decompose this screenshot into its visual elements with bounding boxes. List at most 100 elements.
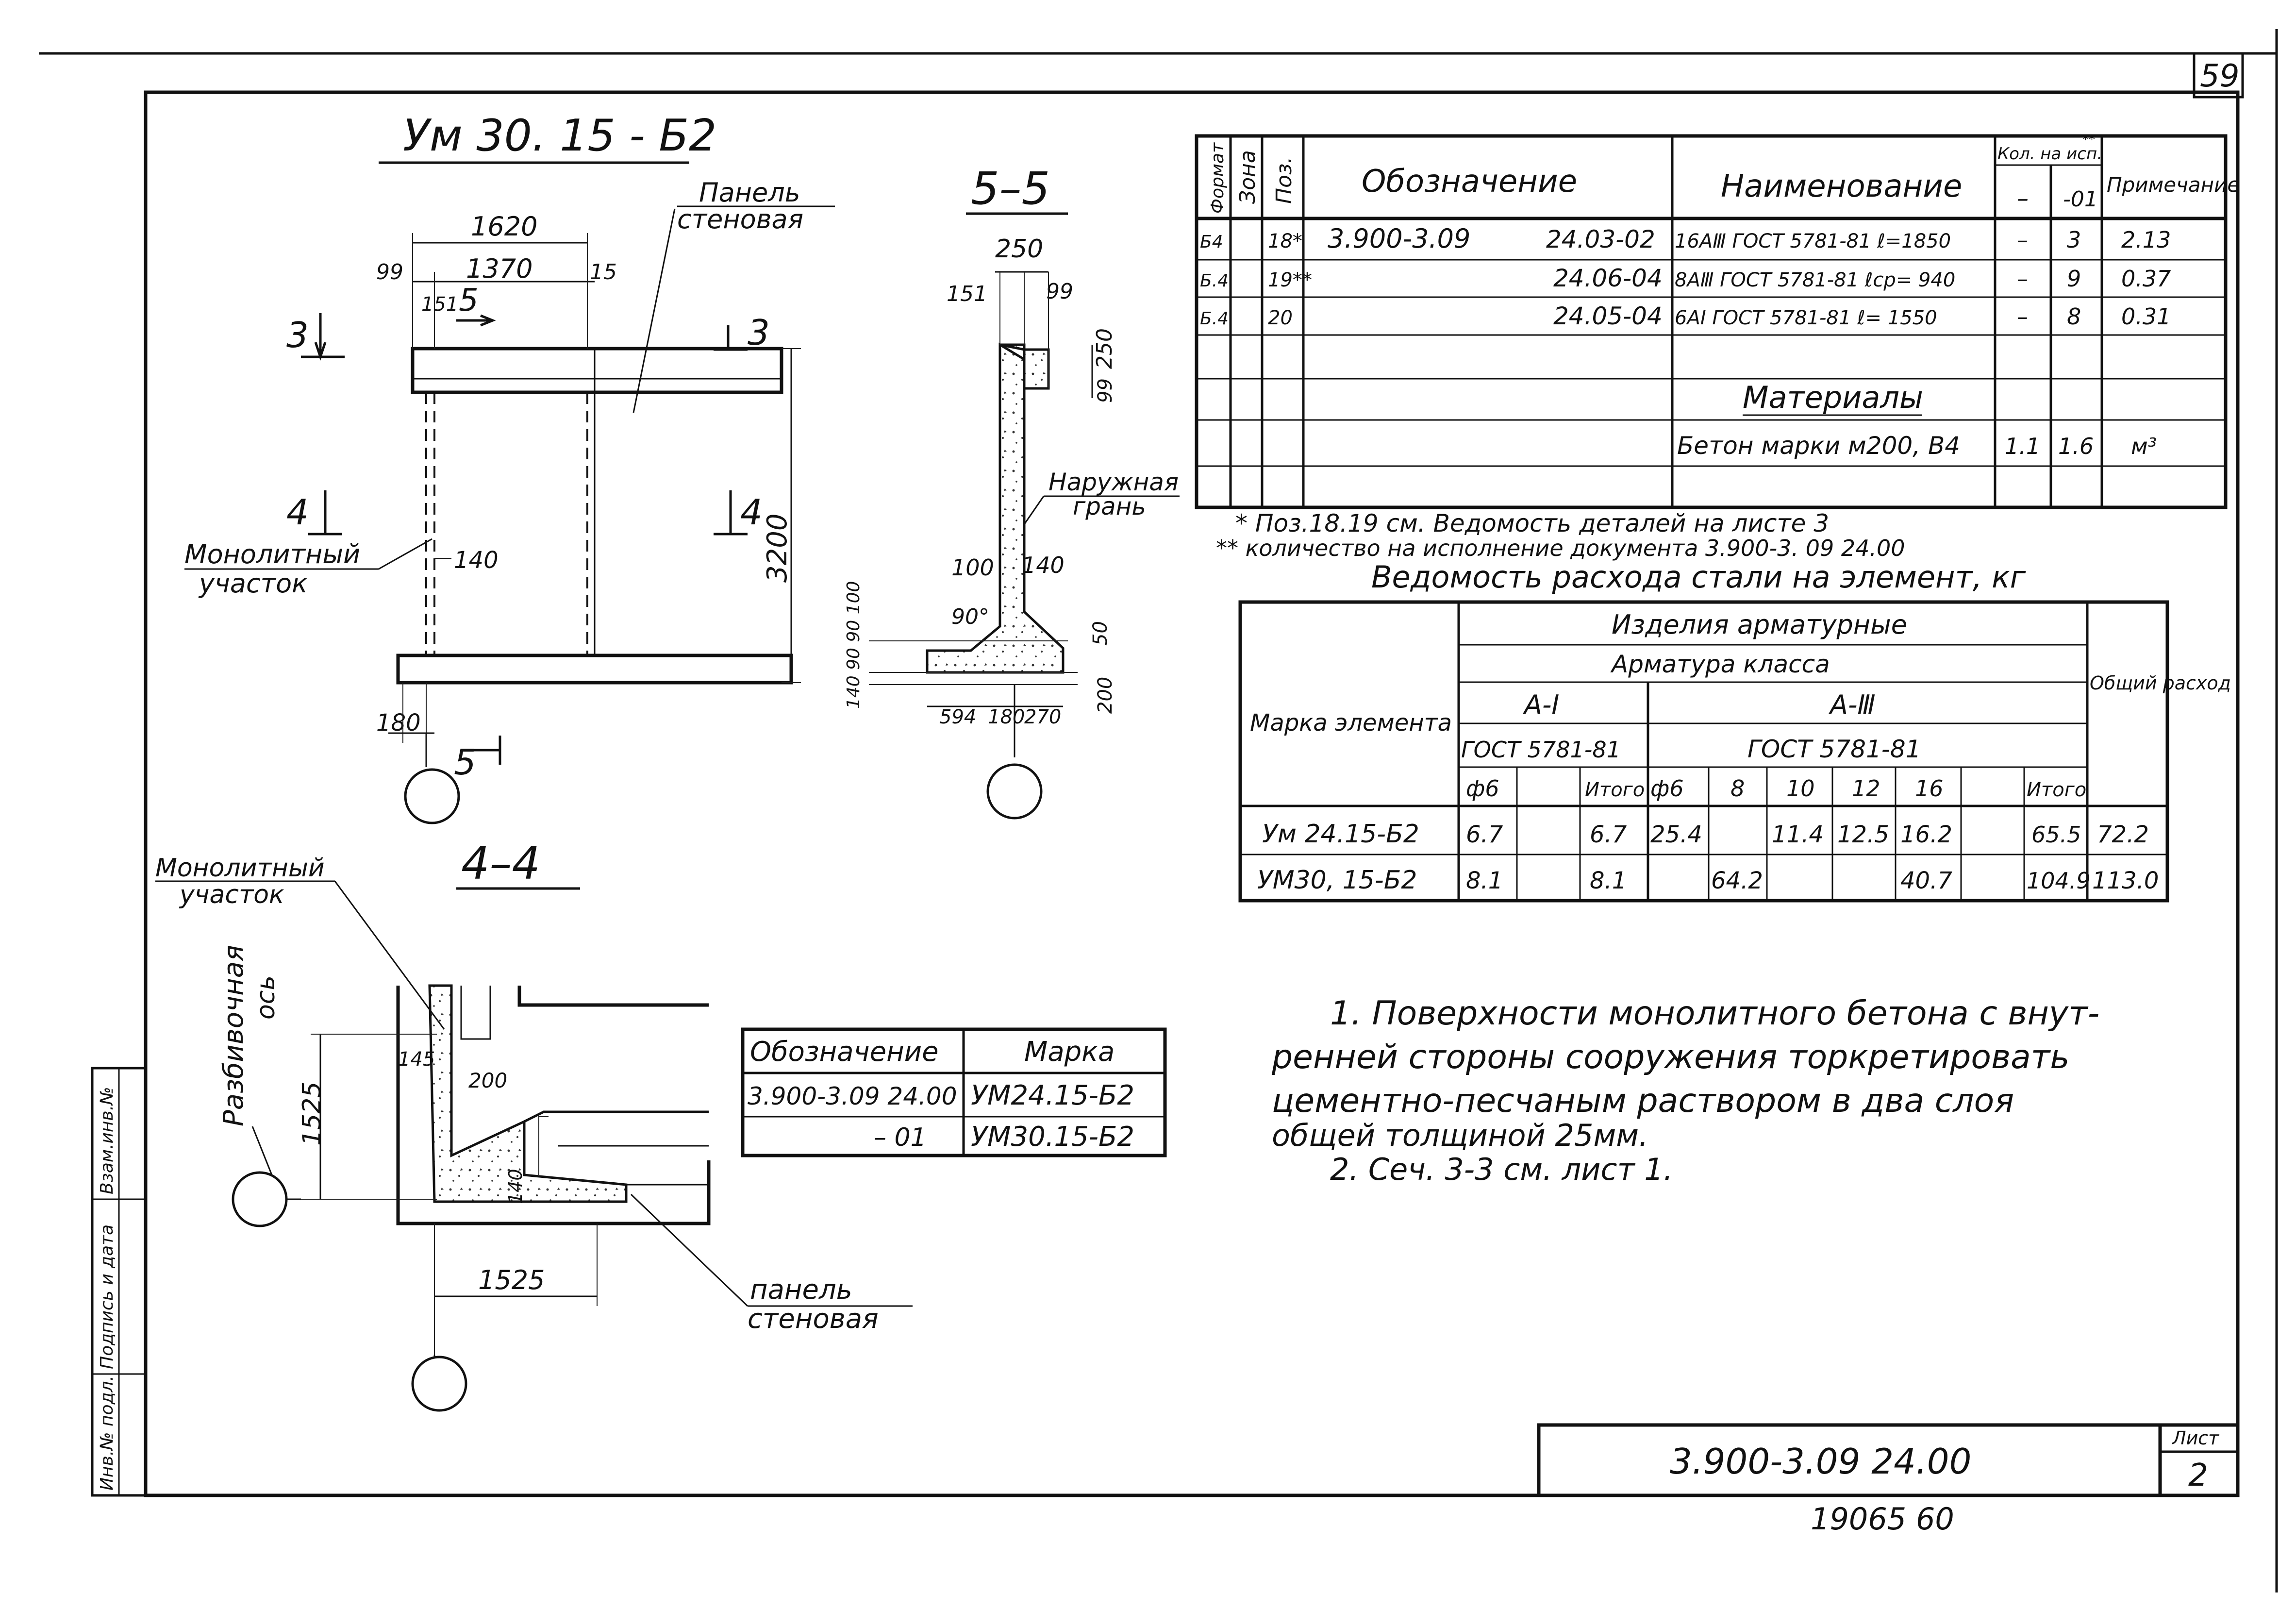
steel-h-gost-a3: ГОСТ 5781-81	[1747, 735, 1921, 763]
corner-monolith	[428, 984, 628, 1203]
steel-h-group: Изделия арматурные	[1612, 609, 1907, 640]
label-monolith-44-1: Монолитный	[155, 854, 325, 883]
dim-3200: 3200	[762, 513, 793, 583]
steel-h-element: Марка элемента	[1250, 709, 1452, 737]
note-line-4: общей толщиной 25мм.	[1272, 1118, 1648, 1153]
spec-r1-qa: –	[2017, 227, 2028, 253]
steel-r1-mark: Ум 24.15-Б2	[1262, 820, 1419, 849]
axis-bubble-main	[404, 768, 460, 824]
dim-55-151: 151	[947, 282, 987, 306]
steel-sub-2: Итого	[1585, 779, 1645, 801]
spec-r2-name: 8АⅢ ГОСТ 5781-81 ℓср= 940	[1675, 269, 1955, 291]
dim-1370: 1370	[466, 253, 532, 284]
label-panel-44-1: панель	[750, 1274, 852, 1306]
axis-bubble-44-left	[232, 1171, 288, 1227]
notes: 1. Поверхности монолитного бетона с внут…	[1271, 994, 2099, 1187]
page-number: 59	[2200, 58, 2239, 94]
variant-r2-mark: УМ30.15-Б2	[971, 1121, 1134, 1153]
steel-r1-c9: 65.5	[2031, 821, 2081, 848]
section-5-5: 5–5 250 151 99 250 99 100 140 90° 50 200…	[844, 163, 1180, 820]
steel-r1-c5: 11.4	[1772, 821, 1824, 848]
dim-55-stack: 140 90 90 100	[844, 581, 864, 709]
spec-materials-qb: 1.6	[2058, 433, 2094, 459]
axis-bubble-55	[986, 763, 1043, 820]
variant-table: Обозначение Марка 3.900-3.09 24.00 УМ24.…	[741, 1027, 1167, 1157]
spec-r3-code: 24.05-04	[1553, 302, 1663, 330]
label-outer-face-1: Наружная	[1048, 468, 1179, 496]
spec-h-qty: Кол. на исп.	[1997, 144, 2102, 164]
label-outer-face-2: грань	[1073, 492, 1146, 520]
section-mark-3-left: 3	[286, 315, 309, 355]
spec-r1-code: 24.03-02	[1546, 225, 1655, 253]
spec-r2-note: 0.37	[2121, 266, 2171, 292]
spec-r3-name: 6АⅠ ГОСТ 5781-81 ℓ= 1550	[1675, 307, 1937, 329]
steel-table: Ведомость расхода стали на элемент, кг М…	[1238, 559, 2231, 903]
dim-55-200: 200	[1094, 677, 1116, 714]
section-mark-4-left: 4	[286, 492, 309, 533]
spec-h-format: Формат	[1208, 142, 1228, 214]
steel-sub-4: 8	[1730, 775, 1745, 802]
dim-180: 180	[376, 709, 421, 737]
spec-r3-qa: –	[2017, 303, 2028, 330]
dim-55-270: 270	[1024, 706, 1061, 728]
dim-55-90: 90°	[951, 604, 989, 629]
label-panel-main-1: Панель	[699, 177, 800, 208]
steel-r2-c9: 104.9	[2027, 868, 2091, 894]
steel-r1-c0: 6.7	[1466, 821, 1503, 848]
spec-h-qty-a: –	[2017, 185, 2029, 212]
dim-44-145: 145	[398, 1048, 435, 1071]
dim-55-99: 99	[1046, 279, 1073, 304]
spec-r2-pos: 19**	[1268, 269, 1312, 291]
steel-r2-c2: 8.1	[1590, 867, 1627, 894]
steel-r2-c0: 8.1	[1466, 867, 1503, 894]
steel-r1-c6: 12.5	[1837, 821, 1889, 848]
spec-table: Формат Зона Поз. Обозначение Наименовани…	[1195, 133, 2240, 561]
spec-materials-name: Бетон марки м200, В4	[1677, 432, 1960, 460]
steel-h-a1: А-Ⅰ	[1523, 689, 1559, 720]
spec-h-zone: Зона	[1235, 150, 1260, 204]
label-monolith-main-1: Монолитный	[184, 539, 360, 570]
spec-r2-format: Б.4	[1200, 271, 1229, 291]
section-44-title: 4–4	[461, 838, 540, 889]
steel-sub-9: Итого	[2027, 779, 2086, 801]
steel-sub-6: 12	[1852, 775, 1880, 802]
label-axis-44-2: ось	[251, 975, 281, 1020]
dim-55-100: 100	[951, 554, 994, 581]
label-panel-main-2: стеновая	[677, 204, 803, 235]
stamp-sign: Подпись и дата	[97, 1224, 117, 1369]
label-axis-44-1: Разбивочная	[218, 945, 250, 1126]
steel-r2-mark: УМ30, 15-Б2	[1257, 866, 1417, 895]
steel-h-gost-a1: ГОСТ 5781-81	[1461, 737, 1621, 763]
title-block: 3.900-3.09 24.00 Лист 2 19065 60	[1537, 1423, 2240, 1537]
stamp-replace: Взам.инв.№	[97, 1087, 117, 1194]
steel-r2-total: 113.0	[2092, 867, 2159, 894]
spec-r3-note: 0.31	[2121, 303, 2171, 330]
steel-h-subgroup: Арматура класса	[1610, 650, 1830, 678]
steel-title: Ведомость расхода стали на элемент, кг	[1371, 559, 2026, 595]
steel-sub-7: 16	[1915, 775, 1944, 802]
dim-55-99v: 99	[1094, 378, 1116, 403]
steel-r1-c7: 16.2	[1900, 821, 1952, 848]
spec-footnote-2: ** количество на исполнение документа 3.…	[1216, 535, 1905, 561]
title-designation: 3.900-3.09 24.00	[1670, 1441, 1971, 1482]
dim-44-1525v: 1525	[298, 1082, 327, 1146]
dim-15: 15	[590, 260, 617, 285]
main-view: Ум 30. 15 - Б2 1620 1370 99 15 151 3 3 5…	[184, 110, 835, 824]
spec-h-pos: Поз.	[1272, 157, 1297, 204]
stamp-inv: Инв.№ подл.	[97, 1375, 117, 1491]
label-panel-44-2: стеновая	[748, 1303, 879, 1335]
sheet-frame: 59	[39, 29, 2278, 1592]
variant-r2-designation: – 01	[874, 1123, 927, 1152]
note-line-1: 1. Поверхности монолитного бетона с внут…	[1330, 994, 2099, 1033]
side-stamp: Инв.№ подл. Подпись и дата Взам.инв.№	[91, 1067, 147, 1497]
section-mark-5-bottom: 5	[454, 742, 476, 783]
dim-55-250v: 250	[1092, 328, 1117, 369]
spec-r2-qa: –	[2017, 266, 2028, 292]
spec-r1-note: 2.13	[2121, 227, 2171, 253]
dim-44-1525h: 1525	[478, 1265, 545, 1295]
note-line-2: ренней стороны сооружения торкретировать	[1271, 1038, 2069, 1076]
note-line-3: цементно-песчаным раствором в два слоя	[1272, 1082, 2014, 1120]
variant-r1-designation: 3.900-3.09 24.00	[748, 1082, 957, 1110]
spec-footnote-1: * Поз.18.19 см. Ведомость деталей на лис…	[1235, 509, 1829, 537]
